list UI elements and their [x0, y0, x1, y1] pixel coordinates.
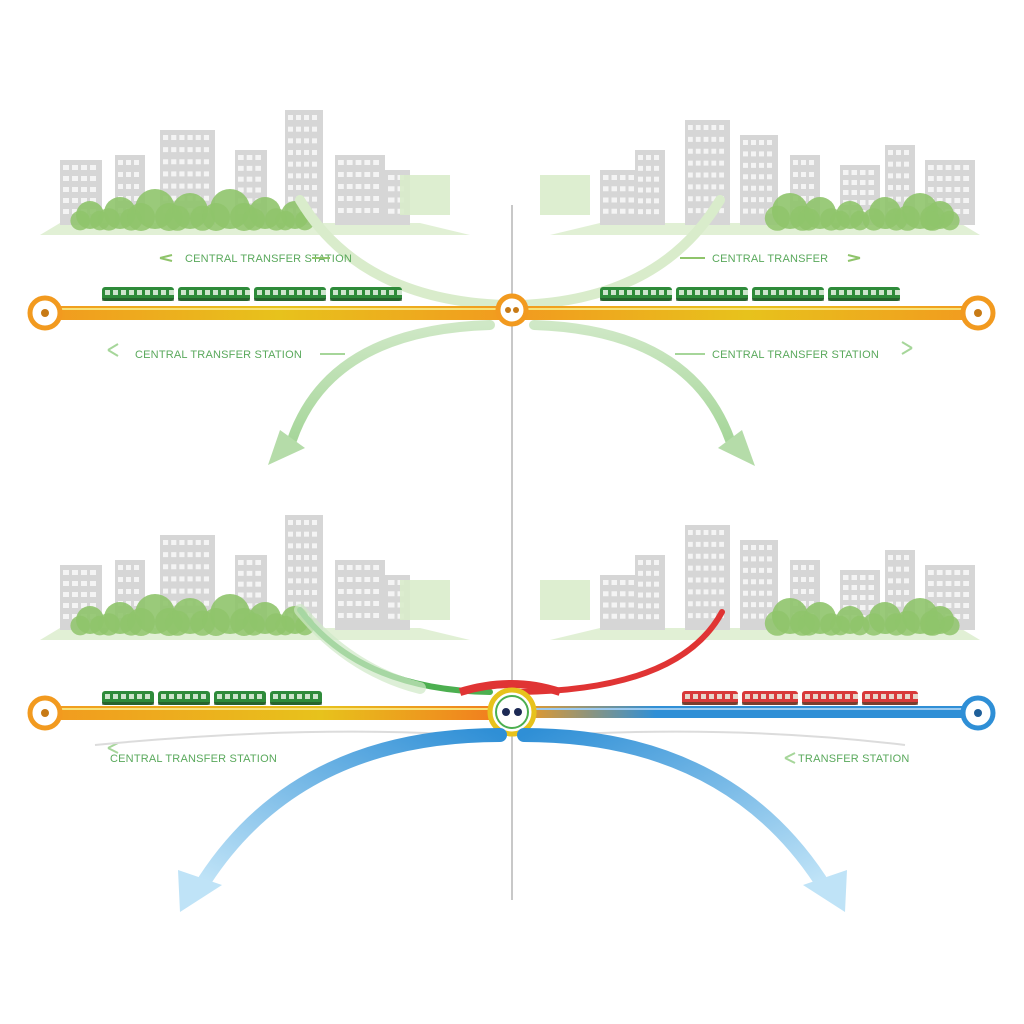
city-skyline-icon — [540, 525, 980, 640]
station-node-icon — [27, 695, 63, 731]
blue-line-bottom — [518, 706, 978, 718]
station-node-icon — [27, 295, 63, 331]
train-car — [682, 691, 738, 705]
flow-arrow-icon — [268, 320, 495, 465]
train-icon — [600, 287, 900, 301]
building — [600, 170, 640, 225]
train-car — [802, 691, 858, 705]
flow-arrow-icon — [517, 728, 847, 912]
train-car — [270, 691, 322, 705]
train-car — [214, 691, 266, 705]
bottom-panel: CENTRAL TRANSFER STATION TRANSFER STATIO… — [27, 515, 996, 912]
label-bottom-left-text: CENTRAL TRANSFER STATION — [110, 753, 277, 765]
tree-icon — [920, 606, 960, 636]
train-car — [158, 691, 210, 705]
label-bottom-right-text: TRANSFER STATION — [798, 753, 910, 765]
train-car — [600, 287, 672, 301]
top-panel: CENTRAL TRANSFER STATION CENTRAL TRANSFE… — [27, 110, 996, 466]
train-car — [862, 691, 918, 705]
green-curve-top-right — [515, 195, 725, 310]
train-car — [102, 287, 174, 301]
train-car — [828, 287, 900, 301]
label-upper-left: CENTRAL TRANSFER STATION — [159, 253, 352, 265]
flow-arrow-icon — [178, 728, 507, 912]
train-car — [676, 287, 748, 301]
train-icon — [682, 691, 918, 705]
city-skyline-icon — [40, 515, 470, 640]
building — [335, 155, 385, 225]
label-upper-right: CENTRAL TRANSFER — [680, 253, 861, 265]
city-skyline-icon — [540, 120, 980, 235]
building — [335, 560, 385, 630]
train-car — [752, 287, 824, 301]
tree-icon — [920, 201, 960, 231]
label-lower-right-text: CENTRAL TRANSFER STATION — [712, 349, 879, 361]
label-bottom-left: CENTRAL TRANSFER STATION — [107, 742, 277, 765]
label-lower-left-text: CENTRAL TRANSFER STATION — [135, 349, 302, 361]
green-line-curve-faint — [294, 604, 426, 694]
train-car — [178, 287, 250, 301]
building — [600, 575, 640, 630]
label-upper-left-text: CENTRAL TRANSFER STATION — [185, 253, 352, 265]
train-icon — [102, 691, 322, 705]
city-skyline-icon — [40, 110, 470, 235]
train-icon — [102, 287, 402, 301]
label-lower-right: CENTRAL TRANSFER STATION — [675, 341, 913, 361]
flow-arrow-icon — [529, 320, 755, 466]
station-node-icon — [960, 695, 996, 731]
label-lower-left: CENTRAL TRANSFER STATION — [107, 343, 345, 361]
train-car — [330, 287, 402, 301]
tree-icon — [70, 201, 110, 231]
building — [685, 120, 730, 225]
label-bottom-right: TRANSFER STATION — [784, 752, 910, 765]
building — [635, 555, 665, 630]
building — [635, 150, 665, 225]
train-car — [742, 691, 798, 705]
train-car — [102, 691, 154, 705]
station-node-icon — [960, 295, 996, 331]
train-car — [254, 287, 326, 301]
label-upper-right-text: CENTRAL TRANSFER — [712, 253, 828, 265]
station-node-icon — [495, 293, 529, 327]
green-curve-top-left — [295, 195, 510, 310]
tree-icon — [242, 197, 288, 231]
central-station-node-icon — [487, 687, 537, 737]
